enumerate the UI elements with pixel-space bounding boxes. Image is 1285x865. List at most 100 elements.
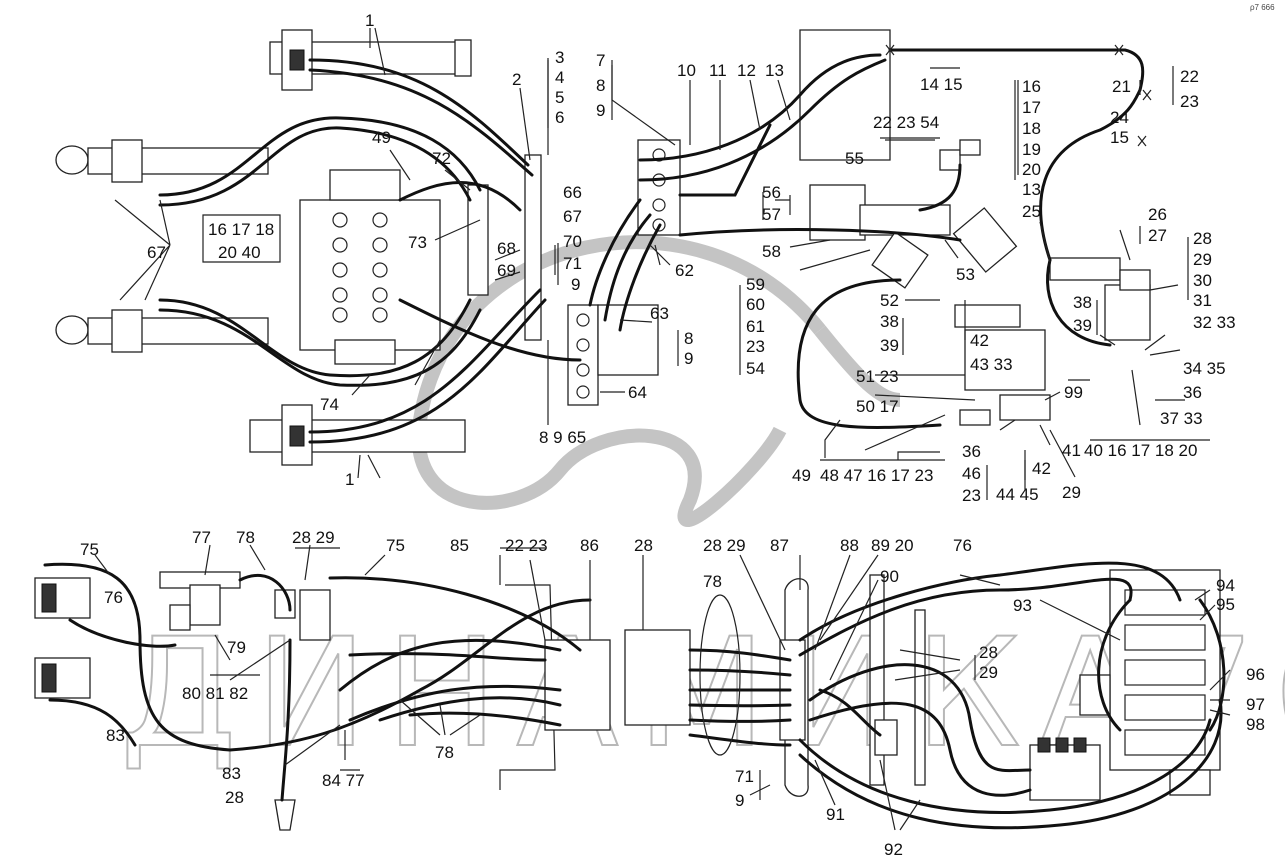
callout-label: 54 — [746, 359, 765, 378]
callout-label: 43 33 — [970, 355, 1013, 374]
callout-label: 29 — [1193, 250, 1212, 269]
callout-label: 38 — [1073, 293, 1092, 312]
callout-label: 2 — [512, 70, 521, 89]
callout-label: 61 — [746, 317, 765, 336]
callout-label: 78 — [236, 528, 255, 547]
callout-label: 48 47 16 17 23 — [820, 466, 933, 485]
callout-label: 55 — [845, 149, 864, 168]
callout-label: 94 — [1216, 576, 1235, 595]
callout-label: 37 33 — [1160, 409, 1203, 428]
callout-label: 49 — [792, 466, 811, 485]
callout-label: 9 — [684, 349, 693, 368]
callout-label: 23 — [1180, 92, 1199, 111]
callout-label: 20 40 — [218, 243, 261, 262]
callout-label: 28 — [225, 788, 244, 807]
callout-label: 90 — [880, 567, 899, 586]
callout-label: 40 16 17 18 20 — [1084, 441, 1197, 460]
callout-label: 69 — [497, 261, 516, 280]
callout-label: 38 — [880, 312, 899, 331]
callout-label: 56 — [762, 183, 781, 202]
hose-clamps — [699, 594, 741, 756]
callout-label: 39 — [880, 336, 899, 355]
callout-label: 3 — [555, 48, 564, 67]
callout-label: 13 — [765, 61, 784, 80]
callout-label: 31 — [1193, 291, 1212, 310]
callout-label: 86 — [580, 536, 599, 555]
callout-label: 93 — [1013, 596, 1032, 615]
callout-label: 19 — [1022, 140, 1041, 159]
gear-pump-lower — [34, 657, 91, 699]
callout-label: 76 — [104, 588, 123, 607]
callout-label: 89 20 — [871, 536, 914, 555]
callout-label: 99 — [1064, 383, 1083, 402]
callout-label: 67 — [147, 243, 166, 262]
callout-label: 71 — [563, 254, 582, 273]
corner-code: ρ7 666 — [1250, 3, 1275, 12]
callout-label: 17 — [1022, 98, 1041, 117]
callout-label: 95 — [1216, 595, 1235, 614]
callout-label: 6 — [555, 108, 564, 127]
callout-label: 67 — [563, 207, 582, 226]
callout-label: 14 15 — [920, 75, 963, 94]
callout-label: 97 — [1246, 695, 1265, 714]
label-brackets — [202, 49, 1210, 800]
callout-label: 46 — [962, 464, 981, 483]
callout-label: 29 — [979, 663, 998, 682]
hose-bracket — [499, 584, 691, 790]
callout-label: 68 — [497, 239, 516, 258]
callout-label: 27 — [1148, 226, 1167, 245]
callout-label: 75 — [386, 536, 405, 555]
callout-label: 42 — [970, 331, 989, 350]
callout-label: 80 81 82 — [182, 684, 248, 703]
watermark-logo — [411, 235, 901, 527]
callout-label: 5 — [555, 88, 564, 107]
callout-label: 78 — [703, 572, 722, 591]
distribution-block-lower — [567, 304, 659, 406]
callout-label: 22 — [1180, 67, 1199, 86]
callout-label: 44 45 — [996, 485, 1039, 504]
callout-label: 9 — [735, 791, 744, 810]
callout-label: 23 — [746, 337, 765, 356]
callout-label: 10 — [677, 61, 696, 80]
callout-label: 34 35 — [1183, 359, 1226, 378]
callout-label: 36 — [962, 442, 981, 461]
callout-label: 12 — [737, 61, 756, 80]
callout-label: 74 — [320, 395, 339, 414]
callout-label: 24 — [1110, 108, 1129, 127]
callout-label: 18 — [1022, 119, 1041, 138]
callout-label: 22 23 — [505, 536, 548, 555]
callout-label: 21 — [1112, 77, 1131, 96]
callout-label: 60 — [746, 295, 765, 314]
callout-label: 83 — [106, 726, 125, 745]
callout-label: 36 — [1183, 383, 1202, 402]
callout-label: 88 — [840, 536, 859, 555]
callout-label: 16 17 18 — [208, 220, 274, 239]
callout-label: 70 — [563, 232, 582, 251]
callout-label: 59 — [746, 275, 765, 294]
callout-label: 71 — [735, 767, 754, 786]
callout-label: 85 — [450, 536, 469, 555]
callout-label: 96 — [1246, 665, 1265, 684]
leader-lines — [94, 27, 1231, 831]
callout-label: 42 — [1032, 459, 1051, 478]
callout-label: 72 — [432, 149, 451, 168]
callout-label: 13 — [1022, 180, 1041, 199]
callout-label: 20 — [1022, 160, 1041, 179]
callout-label: 26 — [1148, 205, 1167, 224]
callout-label: 32 33 — [1193, 313, 1236, 332]
fitting-markers — [885, 44, 1152, 147]
callout-label: 15 — [1110, 128, 1129, 147]
hydraulic-cylinder-bottom — [249, 404, 466, 466]
callout-label: 28 — [634, 536, 653, 555]
callout-label: 28 — [1193, 229, 1212, 248]
callout-label: 22 23 54 — [873, 113, 939, 132]
callout-label: 84 77 — [322, 771, 365, 790]
callout-label: 30 — [1193, 271, 1212, 290]
callout-label: 49 — [372, 128, 391, 147]
callout-label: 8 9 65 — [539, 428, 586, 447]
hose-lines-bottom — [43, 561, 1226, 830]
callout-label: 51 23 — [856, 367, 899, 386]
callout-label: 77 — [192, 528, 211, 547]
callout-label: 83 — [222, 764, 241, 783]
hydraulic-cylinder-left-upper — [55, 139, 269, 183]
